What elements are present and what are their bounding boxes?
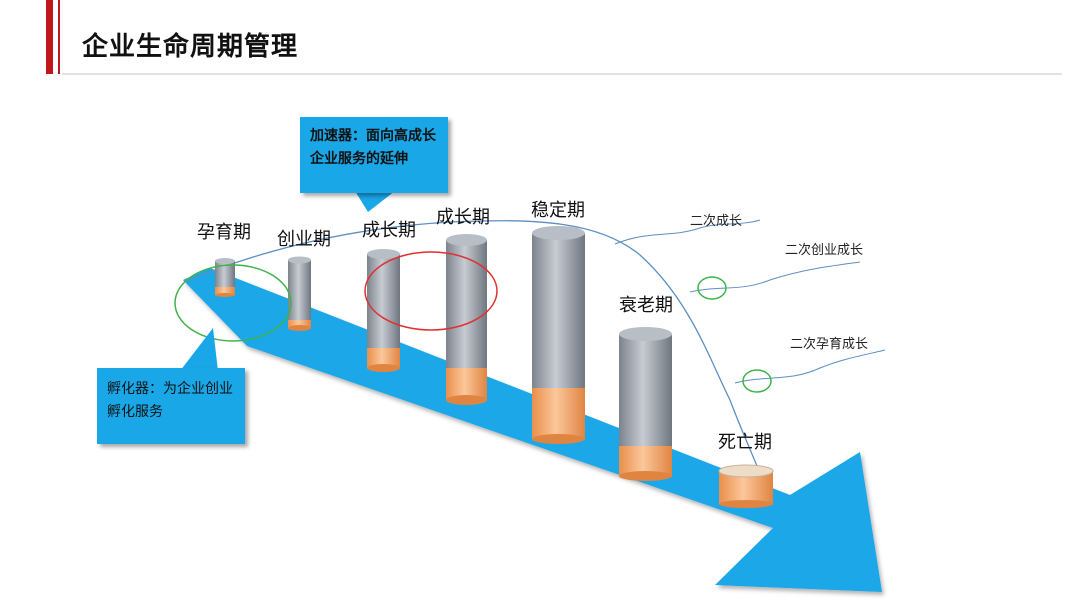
title-accent-line — [58, 0, 60, 74]
cylinder-startup — [288, 256, 311, 331]
page-title: 企业生命周期管理 — [82, 32, 299, 62]
accelerator-callout-pointer — [355, 191, 395, 212]
cylinder-growth-1 — [367, 249, 400, 372]
incubator-highlight-circle — [174, 264, 292, 342]
stage-label-growth-2: 成长期 — [436, 207, 490, 228]
stage-label-gestation: 孕育期 — [197, 222, 251, 243]
branch-label-second-startup: 二次创业成长 — [785, 243, 864, 258]
title-divider — [62, 73, 1062, 75]
stage-label-startup: 创业期 — [277, 229, 331, 250]
cylinder-gestation — [215, 258, 235, 297]
cylinder-growth-2 — [446, 234, 487, 405]
branch-label-second-growth: 二次成长 — [690, 214, 743, 229]
stage-label-stable: 稳定期 — [531, 200, 585, 221]
stage-label-death: 死亡期 — [718, 432, 772, 453]
branch-line-second-gestation — [734, 349, 886, 384]
lifecycle-curve — [184, 220, 773, 506]
branch-circle-gestation — [742, 369, 772, 393]
branch-circle-startup — [697, 276, 727, 300]
stage-label-growth-1: 成长期 — [362, 220, 416, 241]
incubator-callout-pointer — [180, 328, 218, 371]
incubator-callout: 孵化器：为企业创业孵化服务 — [97, 368, 245, 444]
cylinder-stable — [532, 226, 585, 444]
accelerator-highlight-circle — [364, 251, 498, 331]
title-accent-bar — [46, 0, 53, 74]
cylinder-death — [718, 464, 774, 508]
accelerator-callout: 加速器：面向高成长企业服务的延伸 — [300, 117, 448, 193]
branch-line-second-startup — [689, 261, 861, 293]
cylinder-decline — [619, 327, 672, 481]
branch-line-second-growth — [614, 219, 761, 245]
stage-label-decline: 衰老期 — [619, 295, 673, 316]
branch-label-second-gestation: 二次孕育成长 — [790, 337, 869, 352]
